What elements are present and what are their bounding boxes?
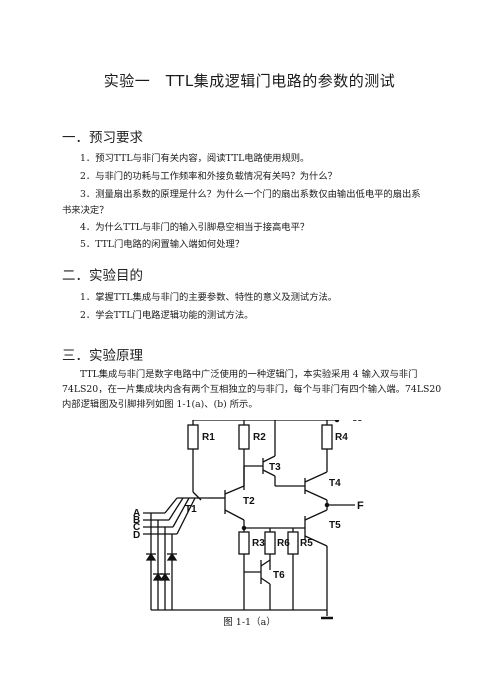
diode-a [145,552,157,561]
ttl-nand-circuit-diagram: R1 R2 R4 R3 R6 R5 T1 T2 T3 T4 T5 T6 +UCC… [133,420,364,620]
label-input-c: C [133,522,140,533]
preview-item-4: 4．为什么TTL与非门的输入引脚悬空相当于接高电平？ [80,222,310,233]
label-t5: T5 [329,520,341,531]
label-t3: T3 [269,462,281,473]
label-r2: R2 [253,432,266,443]
label-r1: R1 [202,432,215,443]
resistor-r6 [264,531,276,555]
resistor-r4 [321,424,333,450]
objective-item-2: 2．学会TTL门电路逻辑功能的测试方法。 [80,310,254,321]
section-heading-objectives: 二．实验目的 [62,268,143,284]
resistor-r2 [238,424,250,450]
label-output-f: F [357,500,364,512]
label-vcc: +U [339,420,352,421]
label-t1: T1 [185,504,197,515]
label-r4: R4 [335,432,348,443]
label-t4: T4 [329,478,341,489]
label-input-d: D [133,530,140,541]
principle-paragraph: TTL集成与非门是数字电路中广泛使用的一种逻辑门，本实验采用 4 输入双与非门 … [62,369,442,410]
label-r5: R5 [300,538,313,549]
label-r3: R3 [252,538,265,549]
label-t2: T2 [243,496,255,507]
diode-c [159,572,171,581]
preview-item-5: 5．TTL门电路的闲置输入端如何处理？ [80,239,245,250]
section-heading-principle: 三．实验原理 [62,348,143,364]
page-title: 实验一 TTL集成逻辑门电路的参数的测试 [103,72,396,90]
preview-item-1: 1．预习TTL与非门有关内容，阅读TTL电路使用规则。 [80,153,310,164]
label-t6: T6 [273,570,285,581]
figure-caption: 图 1-1（a） [223,617,276,628]
preview-item-2: 2．与非门的功耗与工作频率和外接负载情况有关吗？为什么？ [80,171,337,182]
section-heading-preview: 一．预习要求 [62,130,143,146]
preview-item-3: 3．测量扇出系数的原理是什么？为什么一个门的扇出系数仅由输出低电平的扇出系 [80,189,421,200]
diode-b [152,572,164,581]
resistor-r1 [187,424,199,450]
resistor-r3 [238,531,250,555]
label-r6: R6 [277,538,290,549]
label-input-a: A [133,508,140,519]
objective-item-1: 1．掌握TTL集成与非门的主要参数、特性的意义及测试方法。 [80,292,338,303]
diode-d [166,552,178,561]
label-vcc-sub: CC [352,420,362,423]
svg-text:+UCC: +UCC [339,420,362,423]
preview-item-3-cont: 书来决定？ [62,205,109,216]
label-input-b: B [133,515,140,526]
